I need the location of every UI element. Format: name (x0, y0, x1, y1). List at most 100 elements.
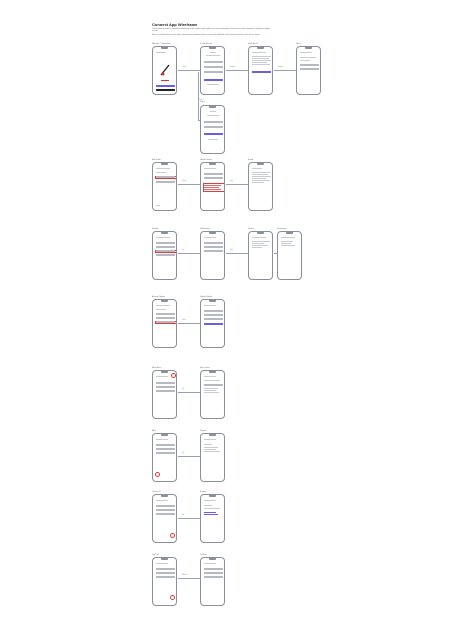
tab-highlight[interactable] (170, 595, 175, 600)
screen-label: More Menu (152, 367, 162, 369)
text-line (251, 172, 271, 173)
text-line (207, 115, 219, 116)
phone-notifications (200, 231, 225, 280)
input-field[interactable] (203, 173, 223, 176)
input-field[interactable] (203, 177, 223, 180)
password-field[interactable] (203, 126, 223, 129)
text-line (251, 168, 262, 169)
text-line (203, 168, 216, 169)
highlighted-control[interactable] (202, 183, 224, 192)
text-line (207, 84, 219, 85)
text-line (251, 56, 271, 57)
arrow-label: Next (230, 250, 233, 251)
phone-notch (161, 300, 168, 302)
list-item[interactable] (155, 390, 175, 393)
log-in-submit-button[interactable] (203, 133, 223, 136)
arrow-label: Continue (278, 67, 284, 68)
list-item[interactable] (299, 64, 319, 67)
toggle-row[interactable] (203, 250, 223, 253)
arrow-label: Next (183, 67, 186, 68)
phone-notch (286, 232, 293, 234)
verify-button[interactable] (251, 71, 271, 74)
text-line (299, 60, 310, 61)
input-field[interactable] (203, 318, 223, 321)
list-item[interactable] (155, 568, 175, 571)
password-field[interactable] (203, 71, 223, 74)
log-in-button[interactable] (155, 89, 175, 92)
create-account-button[interactable] (203, 79, 223, 82)
list-item[interactable] (155, 317, 175, 320)
phone-account-form (200, 299, 225, 348)
phone-notch (161, 47, 168, 49)
screen-label: Settings (152, 228, 159, 230)
phone-notch (209, 300, 216, 302)
arrow-label: Continue (230, 67, 236, 68)
list-item[interactable] (155, 509, 175, 512)
text-line (251, 243, 264, 244)
list-item[interactable] (155, 452, 175, 455)
input-field[interactable] (203, 310, 223, 313)
list-item[interactable] (299, 68, 319, 71)
text-line (251, 182, 264, 183)
text-line (155, 309, 166, 310)
list-item[interactable] (155, 250, 175, 253)
toggle-row[interactable] (203, 246, 223, 249)
list-item[interactable] (155, 176, 175, 179)
tab-highlight[interactable] (170, 533, 175, 538)
text-line (203, 451, 220, 452)
list-item[interactable] (155, 444, 175, 447)
list-item[interactable] (155, 505, 175, 508)
list-item[interactable] (203, 384, 223, 387)
text-line (299, 57, 316, 58)
text-line (251, 237, 266, 238)
arrow-label: Tap (182, 389, 185, 390)
input-field[interactable] (203, 576, 223, 579)
list-item[interactable] (155, 321, 175, 324)
arrow-label: Tap (182, 250, 185, 251)
menu-highlight[interactable] (171, 373, 176, 378)
email-field[interactable] (203, 66, 223, 69)
list-item[interactable] (155, 513, 175, 516)
intro-paragraph: Each screen label names the step shown; … (152, 34, 261, 36)
tab-highlight[interactable] (155, 472, 160, 477)
text-line (251, 245, 268, 246)
list-item[interactable] (155, 254, 175, 257)
list-item[interactable] (155, 572, 175, 575)
text-line (155, 52, 166, 53)
text-line (203, 388, 218, 389)
input-field[interactable] (203, 568, 223, 571)
phone-notch (257, 47, 264, 49)
save-button[interactable] (203, 323, 223, 326)
screen-label: Edit Profile (152, 159, 161, 161)
text-line (203, 237, 216, 238)
list-item[interactable] (155, 313, 175, 316)
list-item[interactable] (155, 386, 175, 389)
list-item[interactable] (155, 382, 175, 385)
screen-label: FAQ (152, 430, 156, 432)
list-item[interactable] (155, 576, 175, 579)
text-line (203, 444, 212, 445)
screen-label: Log In (200, 101, 205, 103)
name-field[interactable] (203, 61, 223, 64)
get-started-button[interactable] (155, 85, 175, 88)
phone-contact-detail (200, 494, 225, 543)
phone-notch (161, 371, 168, 373)
screen-label: Welcome / Onboarding (152, 43, 171, 45)
link-text[interactable] (203, 514, 218, 515)
list-item[interactable] (155, 448, 175, 451)
toggle-row[interactable] (203, 242, 223, 245)
screen-label: Support (200, 430, 207, 432)
phone-notch (209, 434, 216, 436)
text-line (155, 205, 160, 206)
list-item[interactable] (155, 246, 175, 249)
text-line (203, 447, 218, 448)
arrow-label: Open (182, 181, 186, 182)
list-item[interactable] (155, 181, 175, 184)
input-field[interactable] (203, 314, 223, 317)
link-text[interactable] (203, 512, 216, 513)
input-field[interactable] (203, 572, 223, 575)
email-field[interactable] (203, 121, 223, 124)
list-item[interactable] (155, 242, 175, 245)
text-line (203, 505, 212, 506)
phone-verify (248, 46, 273, 95)
